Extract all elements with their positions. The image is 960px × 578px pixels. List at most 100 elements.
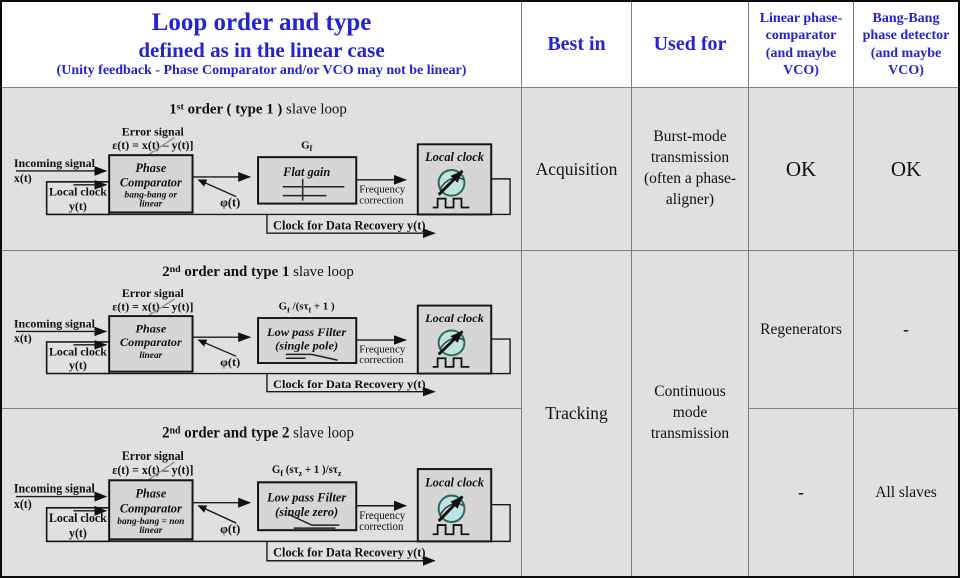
loop2-block-diagram: 2nd order and type 1 slave loop Error si… bbox=[14, 264, 511, 397]
gain-box-line1: Low pass Filter bbox=[266, 491, 346, 505]
recovery-label: Clock for Data Recovery y(t) bbox=[273, 546, 425, 560]
error-signal-formula: ε(t) = x(t) – y(t)] bbox=[112, 463, 193, 477]
correction-label: correction bbox=[359, 354, 404, 366]
comparator-subtype-line2: linear bbox=[139, 525, 162, 536]
feedback-line bbox=[109, 178, 511, 216]
error-signal-label: Error signal bbox=[122, 124, 185, 138]
comparator-word2: Comparator bbox=[120, 335, 182, 349]
phi-label: φ(t) bbox=[220, 355, 240, 369]
frequency-label: Frequency bbox=[359, 510, 405, 522]
loop1-block-diagram: 1st order ( type 1 ) slave loop Error si… bbox=[14, 102, 511, 239]
gain-box-line1: Low pass Filter bbox=[266, 325, 346, 339]
error-signal-label: Error signal bbox=[122, 449, 185, 463]
gain-formula: Gf (sτz + 1 )/sτz bbox=[272, 464, 342, 478]
comparator-word1: Phase bbox=[135, 322, 167, 336]
comparator-subtype-line1: linear bbox=[139, 351, 162, 361]
phase-comparator-box bbox=[108, 154, 194, 214]
incoming-signal-label: Incoming signal bbox=[14, 318, 96, 331]
header-loop-order: Loop order and type defined as in the li… bbox=[2, 2, 521, 87]
loop2-title: 2nd order and type 1 slave loop bbox=[162, 264, 354, 280]
error-signal-formula: ε(t) = x(t) – y(t)] bbox=[112, 301, 193, 314]
local-clock-label: Local clock bbox=[49, 511, 107, 525]
cell-bang-dash: - bbox=[854, 251, 958, 408]
recovery-output-line bbox=[266, 541, 436, 566]
frequency-label: Frequency bbox=[359, 344, 406, 356]
correction-label: correction bbox=[359, 195, 404, 207]
comparator-subtype-line1: bang-bang or bbox=[125, 191, 178, 201]
local-clock-label: Local clock bbox=[49, 346, 107, 359]
local-clock-label: Local clock bbox=[49, 185, 107, 199]
cell-best-in-acquisition: Acquisition bbox=[522, 88, 631, 250]
local-clock-yt: y(t) bbox=[69, 526, 87, 540]
gain-formula: Gf /(sτf + 1 ) bbox=[279, 301, 335, 315]
gain-box-line1: Flat gain bbox=[282, 165, 330, 179]
comparator-word2: Comparator bbox=[120, 175, 182, 189]
header-title-line2: defined as in the linear case bbox=[138, 37, 385, 62]
header-title-line3: (Unity feedback - Phase Comparator and/o… bbox=[56, 62, 467, 78]
square-wave-icon bbox=[432, 197, 470, 209]
cell-linear-regenerators: Regenerators bbox=[749, 251, 853, 408]
incoming-signal-label: Incoming signal bbox=[14, 481, 96, 495]
clock-arrow-icon bbox=[437, 330, 464, 356]
cell-used-for-continuous: Continuous mode transmission bbox=[632, 251, 748, 576]
local-clock-yt: y(t) bbox=[69, 359, 87, 372]
frequency-label: Frequency bbox=[359, 184, 406, 196]
phase-comparator-box bbox=[108, 479, 194, 541]
cell-linear-dash: - bbox=[749, 409, 853, 576]
vco-label: Local clock bbox=[424, 311, 484, 325]
gain-box-line2: (single pole) bbox=[275, 339, 338, 353]
phi-label: φ(t) bbox=[220, 196, 240, 210]
comparator-word2: Comparator bbox=[120, 501, 182, 515]
header-bang-bang-detector: Bang-Bang phase detector (and maybe VCO) bbox=[854, 2, 958, 87]
comparator-subtype-line1: bang-bang = non bbox=[117, 516, 184, 527]
loop3-diagram-cell: 2nd order and type 2 slave loop Error si… bbox=[2, 409, 521, 576]
comparator-word1: Phase bbox=[135, 486, 166, 500]
error-signal-formula: ε(t) = x(t) – y(t)] bbox=[112, 138, 193, 152]
header-used-for: Used for bbox=[632, 2, 748, 87]
gain-formula: Gf bbox=[301, 139, 312, 153]
feedback-line bbox=[109, 504, 511, 543]
cell-linear-ok: OK bbox=[749, 88, 853, 250]
phase-comparator-box bbox=[108, 315, 194, 373]
vco-label: Local clock bbox=[424, 475, 485, 489]
loop1-diagram-cell: 1st order ( type 1 ) slave loop Error si… bbox=[2, 88, 521, 250]
square-wave-icon bbox=[432, 357, 470, 368]
loop1-title: 1st order ( type 1 ) slave loop bbox=[169, 102, 347, 118]
phi-pointer-arrow bbox=[197, 179, 237, 198]
incoming-signal-xt: x(t) bbox=[14, 497, 32, 511]
cell-bang-all-slaves: All slaves bbox=[854, 409, 958, 576]
cell-bang-ok: OK bbox=[854, 88, 958, 250]
incoming-signal-xt: x(t) bbox=[14, 332, 32, 345]
recovery-label: Clock for Data Recovery y(t) bbox=[273, 377, 426, 391]
correction-label: correction bbox=[359, 521, 404, 533]
loop3-block-diagram: 2nd order and type 2 slave loop Error si… bbox=[14, 425, 511, 566]
clock-arrow-icon bbox=[437, 495, 464, 523]
header-linear-phase-comparator: Linear phase-comparator (and maybe VCO) bbox=[749, 2, 853, 87]
gain-box-line2: (single zero) bbox=[275, 505, 338, 519]
recovery-output-line bbox=[266, 214, 436, 239]
incoming-signal-label: Incoming signal bbox=[14, 156, 96, 170]
header-title-line1: Loop order and type bbox=[151, 8, 372, 36]
comparator-subtype-line2: linear bbox=[139, 200, 162, 210]
loop2-diagram-cell: 2nd order and type 1 slave loop Error si… bbox=[2, 251, 521, 408]
error-signal-label: Error signal bbox=[122, 287, 185, 300]
feedback-line bbox=[109, 338, 511, 375]
cell-used-for-burst: Burst-mode transmission (often a phase-a… bbox=[632, 88, 748, 250]
incoming-signal-xt: x(t) bbox=[14, 171, 32, 185]
gain-filter-box bbox=[257, 317, 358, 364]
recovery-label: Clock for Data Recovery y(t) bbox=[273, 218, 426, 232]
loop3-title: 2nd order and type 2 slave loop bbox=[162, 425, 354, 441]
comparator-word1: Phase bbox=[135, 161, 166, 175]
single-zero-response-icon bbox=[287, 513, 340, 529]
cell-best-in-tracking: Tracking bbox=[522, 251, 631, 576]
single-pole-response-icon bbox=[285, 353, 338, 361]
square-wave-icon bbox=[432, 524, 470, 536]
flat-gain-response-icon bbox=[282, 178, 345, 201]
phi-pointer-arrow bbox=[197, 339, 237, 357]
recovery-output-line bbox=[266, 373, 436, 397]
local-clock-yt: y(t) bbox=[69, 199, 87, 213]
phi-pointer-arrow bbox=[197, 505, 237, 524]
phi-label: φ(t) bbox=[220, 522, 240, 536]
clock-arrow-icon bbox=[437, 169, 464, 196]
